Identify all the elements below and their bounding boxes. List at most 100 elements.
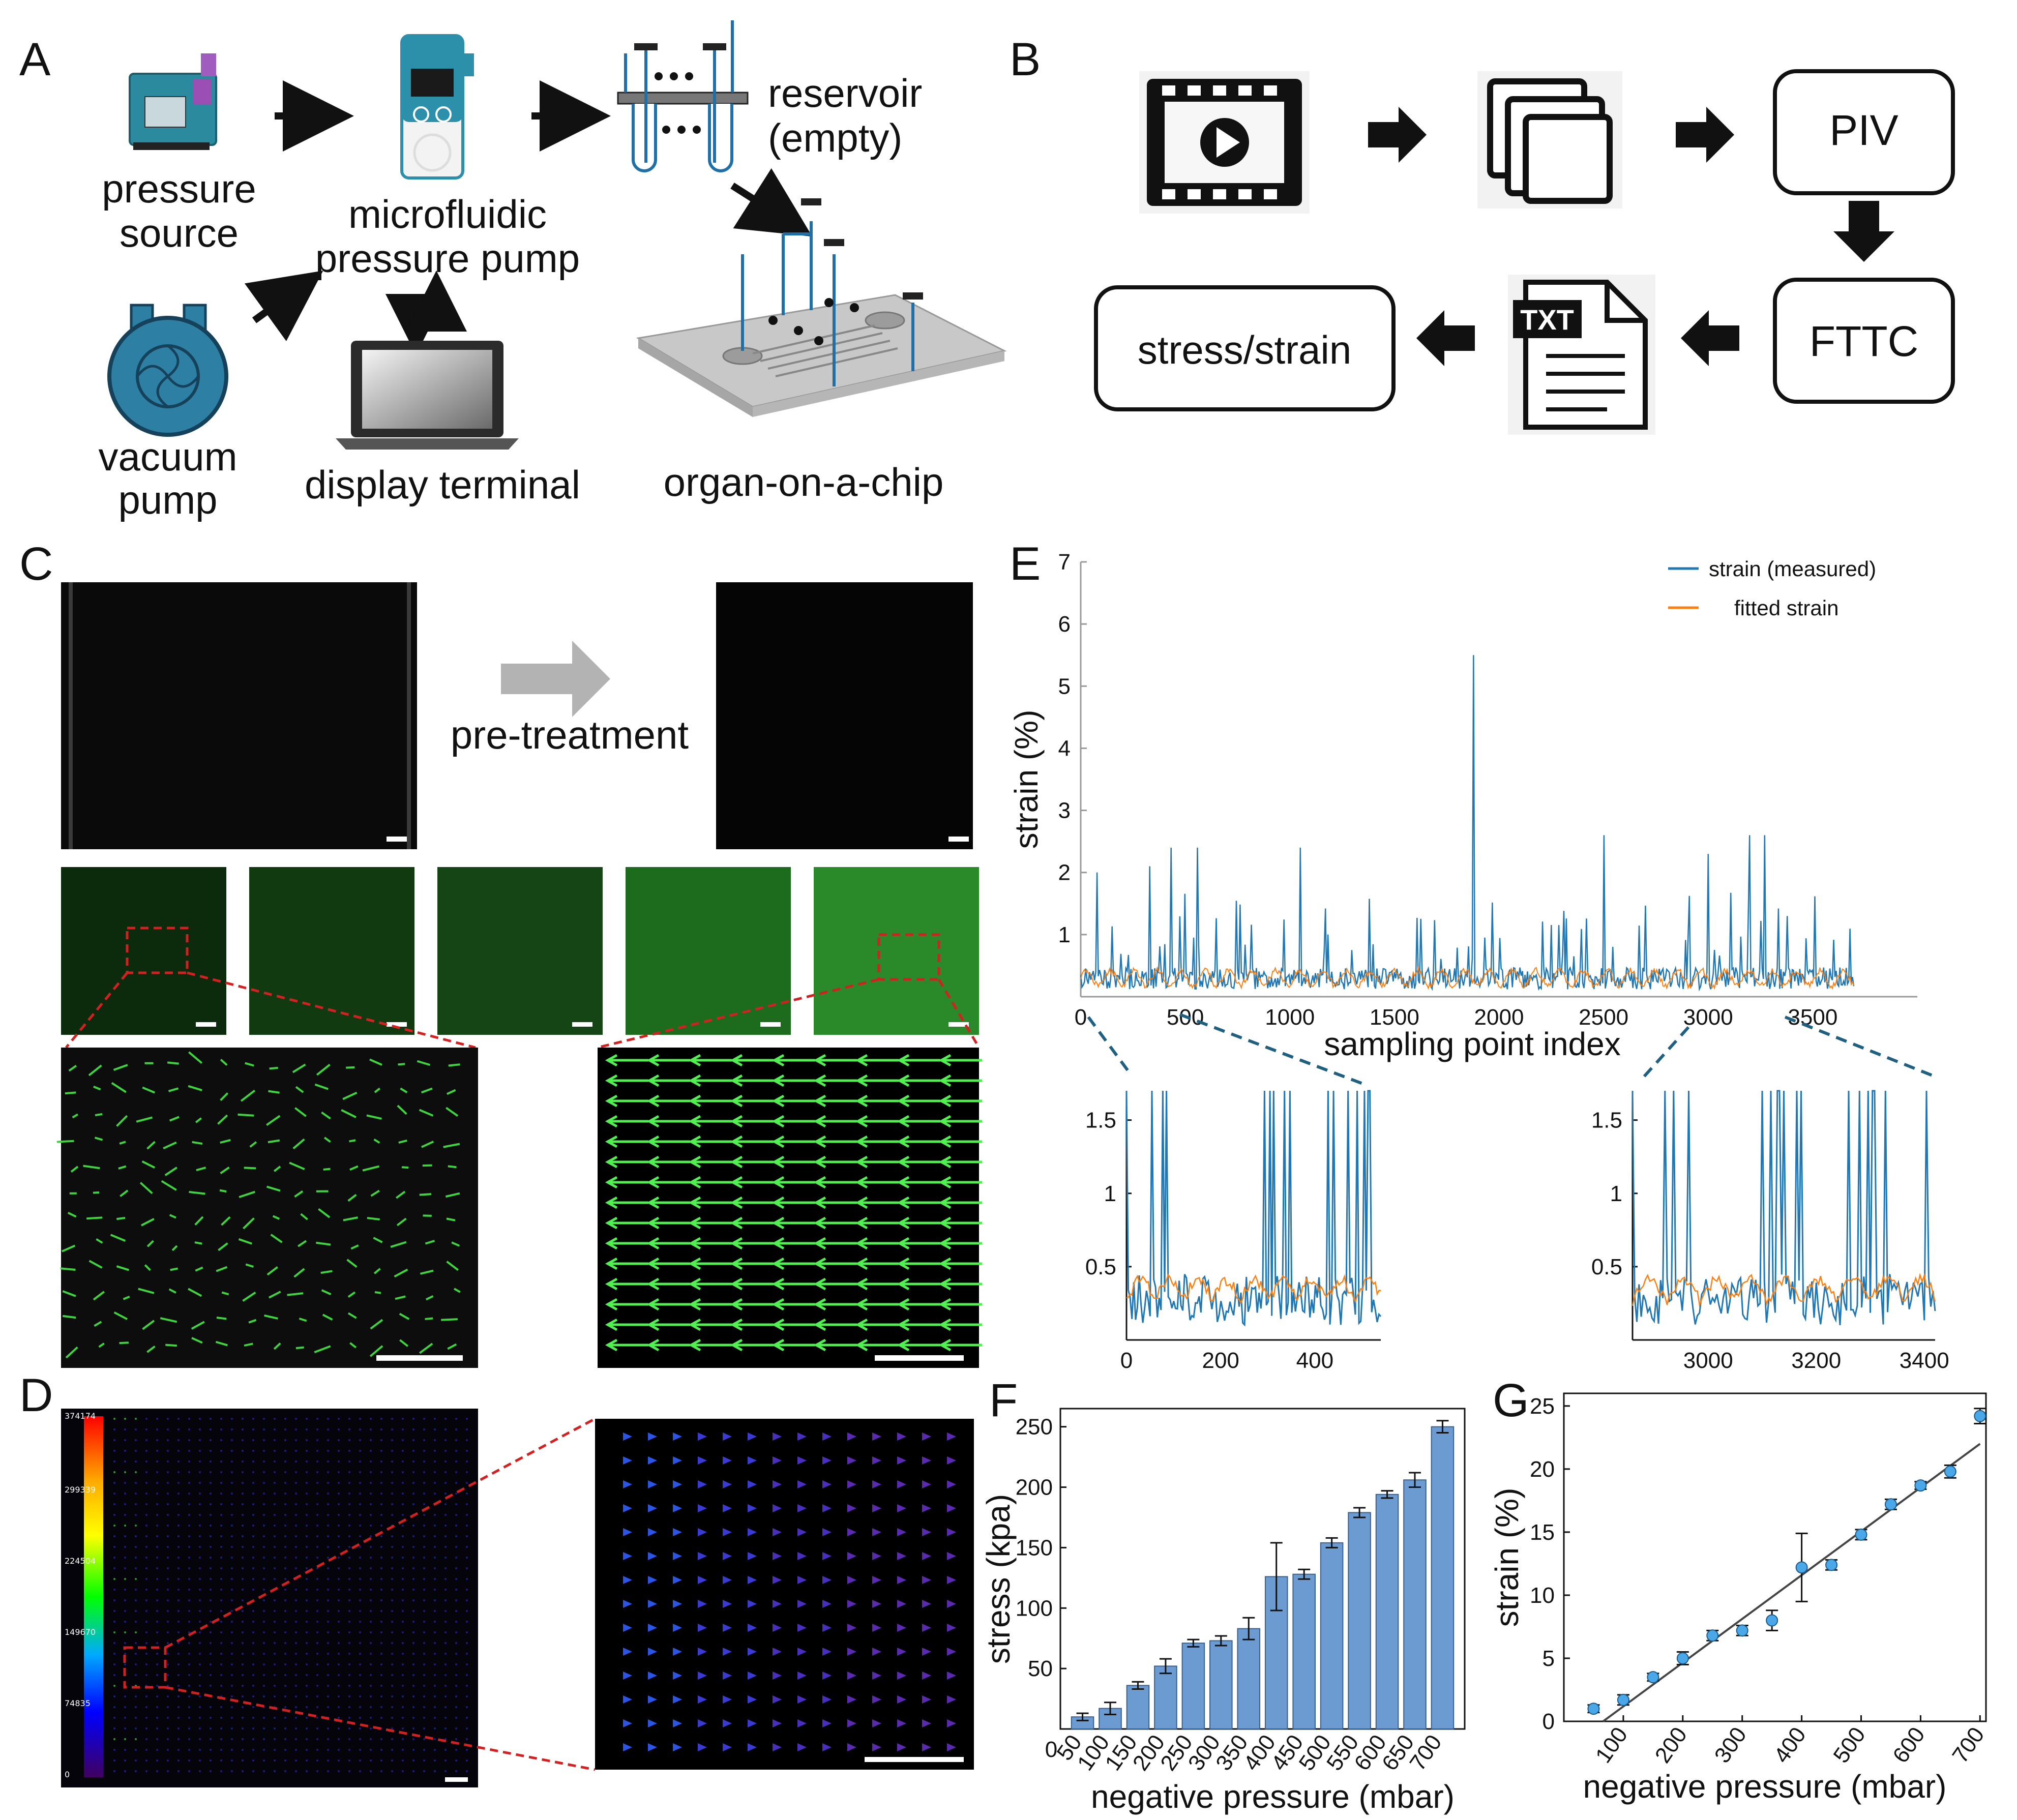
- error-bar: [1104, 1702, 1117, 1715]
- vector-arrow: [730, 1318, 774, 1331]
- vector-dot: [284, 1621, 286, 1623]
- vector-dot: [338, 1460, 340, 1463]
- vector-dot: [284, 1653, 286, 1655]
- vector-dot: [370, 1460, 372, 1463]
- vector-dot: [391, 1567, 393, 1569]
- vector-dot: [380, 1685, 382, 1687]
- vector-dot: [263, 1663, 265, 1665]
- vector-dot: [391, 1578, 393, 1580]
- vector-dot: [156, 1450, 158, 1452]
- vector-dot: [412, 1695, 414, 1697]
- vector-dot: [220, 1770, 222, 1772]
- vector-dot: [252, 1578, 254, 1580]
- vector-arrow: [220, 1139, 231, 1144]
- vector-dot: [113, 1503, 115, 1505]
- vector-dot: [252, 1674, 254, 1676]
- colorbar-tick: 224504: [65, 1556, 96, 1566]
- vector-dot: [348, 1642, 350, 1644]
- vector-dot: [402, 1557, 404, 1559]
- vector-arrow: [188, 1085, 202, 1091]
- vector-arrow: [723, 1480, 732, 1488]
- vector-dot: [359, 1525, 361, 1527]
- vector-arrow: [797, 1552, 807, 1560]
- vector-dot: [199, 1546, 201, 1548]
- vector-arrow: [623, 1456, 632, 1465]
- vector-dot: [167, 1503, 169, 1505]
- vector-dot: [402, 1727, 404, 1729]
- vector-arrow: [855, 1257, 899, 1270]
- vector-dot: [455, 1471, 457, 1473]
- vector-arrow: [421, 1141, 434, 1148]
- vector-arrow: [623, 1480, 632, 1488]
- vector-dot: [177, 1567, 180, 1569]
- vector-dot: [327, 1685, 329, 1687]
- vector-dot: [359, 1493, 361, 1495]
- vector-dot: [359, 1599, 361, 1601]
- vector-dot: [263, 1621, 265, 1623]
- vector-arrow: [938, 1115, 982, 1128]
- vector-dot: [252, 1428, 254, 1430]
- vector-dot: [220, 1535, 222, 1537]
- vector-dot: [380, 1482, 382, 1484]
- traction-zoom-vectors: [623, 1433, 956, 1751]
- legend-label: strain (measured): [1709, 557, 1876, 581]
- scale-bar: [948, 837, 969, 842]
- vector-dot: [327, 1631, 329, 1633]
- vector-dot: [242, 1471, 244, 1473]
- vector-dot: [412, 1727, 414, 1729]
- vector-dot: [220, 1428, 222, 1430]
- vector-arrow: [349, 1342, 357, 1349]
- vector-dot: [391, 1450, 393, 1452]
- vector-dot: [177, 1578, 180, 1580]
- vector-dot: [466, 1578, 468, 1580]
- vector-arrow: [648, 1504, 657, 1512]
- vector-dot: [188, 1428, 190, 1430]
- vector-dot: [274, 1631, 276, 1633]
- vector-dot: [124, 1567, 126, 1569]
- vector-dot: [466, 1727, 468, 1729]
- vector-arrow: [748, 1504, 757, 1512]
- vector-dot: [423, 1621, 425, 1623]
- vector-arrow: [772, 1155, 815, 1169]
- x-tick-label: 1500: [1370, 1005, 1419, 1030]
- vector-arrow: [730, 1196, 774, 1209]
- vector-arrow: [822, 1624, 832, 1632]
- vector-dot: [338, 1589, 340, 1591]
- vector-arrow: [367, 1217, 380, 1220]
- vector-dot: [306, 1770, 308, 1772]
- vector-arrow: [350, 1244, 359, 1250]
- vector-arrow: [221, 1291, 229, 1296]
- vector-dot: [444, 1546, 447, 1548]
- vector-dot: [124, 1599, 126, 1601]
- piv-thumbnail: [249, 867, 414, 1035]
- vector-dot: [412, 1759, 414, 1762]
- vector-arrow: [698, 1743, 707, 1751]
- vector-dot: [113, 1749, 115, 1751]
- vector-dot: [156, 1546, 158, 1548]
- vector-dot: [167, 1642, 169, 1644]
- vector-dot: [113, 1493, 115, 1495]
- pump-label-1: microfluidic: [348, 192, 547, 236]
- vector-arrow: [342, 1091, 358, 1100]
- vector-dot: [242, 1738, 244, 1740]
- vector-dot: [423, 1482, 425, 1484]
- vector-arrow: [322, 1314, 333, 1321]
- vector-dot: [434, 1706, 436, 1708]
- vector-arrow: [443, 1143, 460, 1148]
- error-bar: [1132, 1681, 1144, 1690]
- vector-arrow: [797, 1648, 807, 1656]
- vector-dot: [274, 1428, 276, 1430]
- vector-dot: [231, 1578, 233, 1580]
- vector-dot: [370, 1535, 372, 1537]
- vector-dot: [284, 1514, 286, 1516]
- vector-arrow: [295, 1086, 304, 1093]
- vector-dot: [274, 1546, 276, 1548]
- vector-arrow: [822, 1719, 832, 1727]
- vector-arrow: [855, 1176, 899, 1189]
- vector-dot: [167, 1610, 169, 1612]
- vector-dot: [199, 1525, 201, 1527]
- vector-dot: [327, 1439, 329, 1441]
- vector-dot: [402, 1738, 404, 1740]
- vector-dot: [466, 1621, 468, 1623]
- vector-dot: [423, 1599, 425, 1601]
